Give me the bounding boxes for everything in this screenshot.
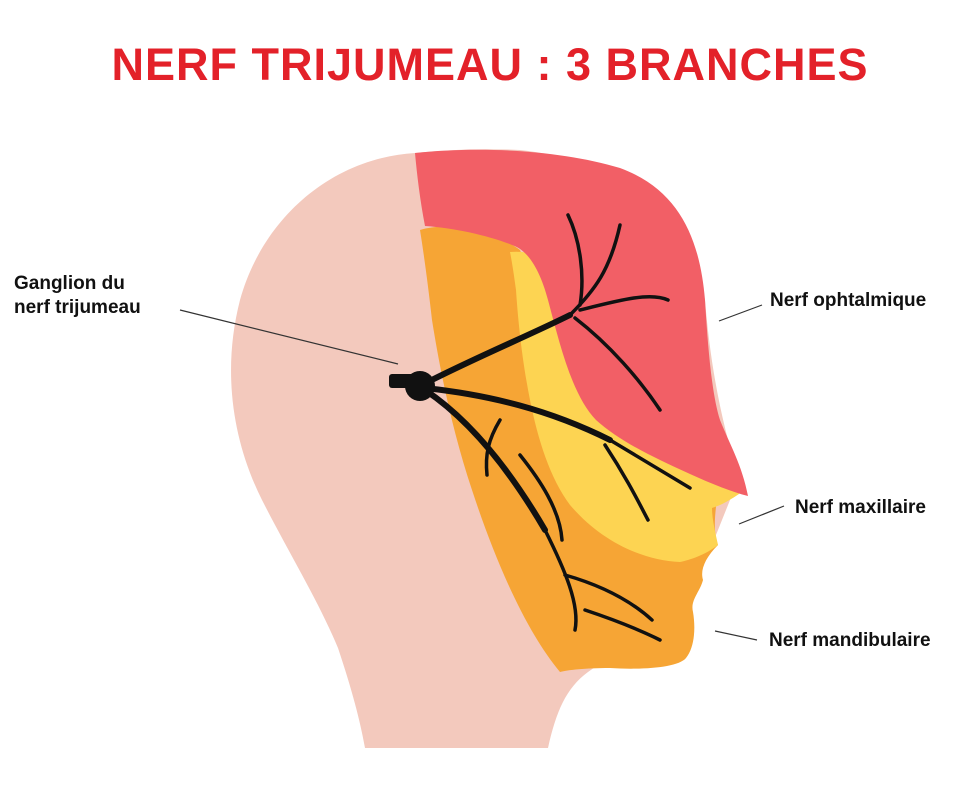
leader-line-mandibulaire <box>714 630 758 641</box>
label-nerf-mandibulaire: Nerf mandibulaire <box>769 630 931 651</box>
leader-line-maxillaire <box>738 505 785 525</box>
leader-line-ophtalmique <box>718 304 763 322</box>
maxillary-branch-2 <box>603 443 650 522</box>
label-nerf-maxillaire: Nerf maxillaire <box>795 497 926 518</box>
ophthalmic-branch-4 <box>573 316 662 412</box>
ophthalmic-nerve <box>419 312 573 388</box>
mandibular-branch-1 <box>543 528 578 632</box>
maxillary-branch-1 <box>608 438 692 490</box>
label-ganglion-trijumeau: Ganglion du nerf trijumeau <box>14 272 141 320</box>
page-title: NERF TRIJUMEAU : 3 BRANCHES <box>111 39 869 90</box>
ophthalmic-branch-2 <box>566 213 584 307</box>
label-ganglion-line2: nerf trijumeau <box>14 297 141 318</box>
mandibular-branch-3 <box>583 608 662 642</box>
nerve-branches <box>419 213 692 642</box>
label-ganglion-line1: Ganglion du <box>14 273 125 294</box>
label-nerf-ophtalmique: Nerf ophtalmique <box>770 290 927 311</box>
leader-line-ganglion <box>179 309 399 365</box>
mandibular-branch-2 <box>563 573 654 622</box>
ophthalmic-branch-3 <box>578 294 670 312</box>
leader-lines <box>179 304 785 641</box>
ganglion-node <box>405 371 435 401</box>
maxillary-nerve <box>422 385 613 443</box>
mandibular-branch-5 <box>518 453 564 542</box>
ophthalmic-branch-1 <box>568 223 622 317</box>
mandibular-branch-4 <box>484 418 502 477</box>
